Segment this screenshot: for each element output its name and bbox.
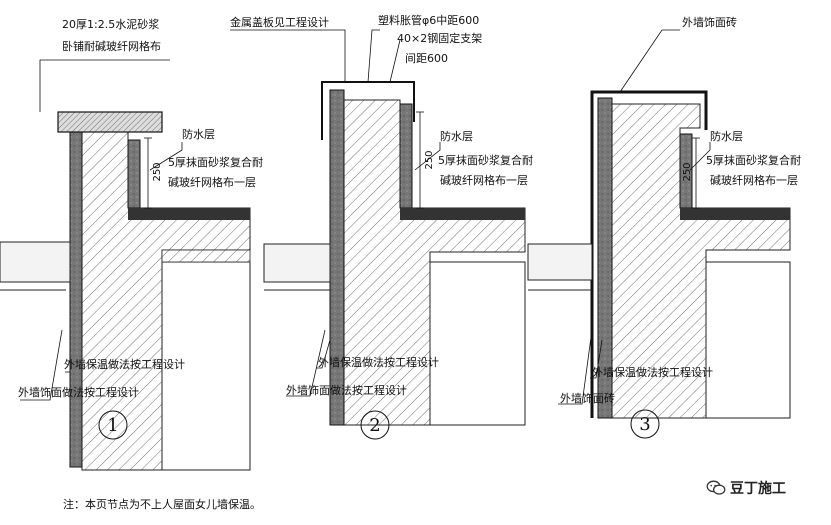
detail-1-number-circle (98, 410, 128, 440)
detail-1-number: 1 (107, 415, 118, 436)
detail-3-label-waterproof: 防水层 (710, 129, 743, 143)
detail-3-roof-layer (680, 208, 790, 220)
detail-1-label-facing: 外墙饰面做法按工程设计 (18, 385, 139, 399)
detail-1-slab-lower (161, 249, 251, 263)
detail-2-label-insulation: 外墙保温做法按工程设计 (318, 355, 439, 369)
detail-3-label-tile-top: 外墙饰面砖 (682, 15, 737, 29)
detail-2-label-facing: 外墙饰面做法按工程设计 (286, 383, 407, 397)
detail-3: 250 外墙饰面砖 防水层 5厚抹面砂浆复合耐 碱玻纤网格布一层 外墙保温做法按… (527, 15, 801, 439)
detail-3-room (705, 261, 791, 419)
detail-2-insulation (329, 89, 345, 426)
detail-1-label-plaster-2: 碱玻纤网格布一层 (168, 175, 256, 189)
detail-3-label-plaster-2: 碱玻纤网格布一层 (710, 173, 798, 187)
detail-1-roof-layer (128, 208, 250, 220)
detail-3-number-circle (630, 409, 660, 439)
watermark-text: 豆丁施工 (730, 481, 786, 497)
detail-2-dim-250: 250 (424, 150, 435, 169)
detail-2-ledge (263, 243, 331, 283)
detail-2-number: 2 (369, 415, 380, 436)
detail-3-dim-250: 250 (682, 162, 693, 181)
detail-2-inner-insulation (399, 103, 413, 209)
detail-1-insulation (69, 131, 83, 468)
detail-2-label-bracket: 40×2钢固定支架 (397, 31, 482, 45)
detail-3-number: 3 (639, 414, 650, 435)
detail-2-label-cap: 金属盖板见工程设计 (230, 15, 329, 29)
watermark: 豆丁施工 (706, 478, 786, 498)
footer-note: 注：本页节点为不上人屋面女儿墙保温。 (63, 498, 261, 511)
wechat-icon (706, 480, 726, 495)
detail-2-label-plaster-1: 5厚抹面砂浆复合耐 (438, 153, 533, 167)
detail-2-label-spacing: 间距600 (405, 52, 448, 65)
detail-3-ledge (527, 243, 593, 281)
detail-2-label-plaster-2: 碱玻纤网格布一层 (440, 173, 528, 187)
detail-2-label-waterproof: 防水层 (440, 129, 473, 143)
detail-2-room (429, 261, 526, 426)
detail-1-label-mesh: 卧铺耐碱玻纤网格布 (62, 39, 161, 53)
detail-3-insulation (597, 97, 613, 419)
detail-3-label-plaster-1: 5厚抹面砂浆复合耐 (706, 153, 801, 167)
detail-1-label-waterproof: 防水层 (182, 127, 215, 141)
detail-1-label-mortar: 20厚1:2.5水泥砂浆 (62, 17, 159, 31)
detail-1-ledge (0, 241, 71, 283)
detail-1-dim-250: 250 (152, 162, 163, 181)
detail-2-label-tube: 塑料胀管φ6中距600 (378, 13, 479, 27)
detail-2: 250 金属盖板见工程设计 塑料胀管φ6中距600 40×2钢固定支架 间距60… (230, 13, 533, 440)
detail-3-label-insulation: 外墙保温做法按工程设计 (592, 365, 713, 379)
detail-1-label-insulation: 外墙保温做法按工程设计 (64, 357, 185, 371)
detail-2-number-circle (360, 410, 390, 440)
detail-1: 250 20厚1:2.5水泥砂浆 卧铺耐碱玻纤网格布 防水层 5厚抹面砂浆复合耐… (0, 17, 263, 471)
detail-1-cap (57, 111, 163, 133)
detail-2-roof-layer (400, 208, 525, 220)
detail-1-inner-insulation (127, 139, 141, 209)
detail-3-label-tile-bottom: 外墙饰面砖 (560, 391, 615, 405)
detail-1-label-plaster-1: 5厚抹面砂浆复合耐 (168, 155, 263, 169)
